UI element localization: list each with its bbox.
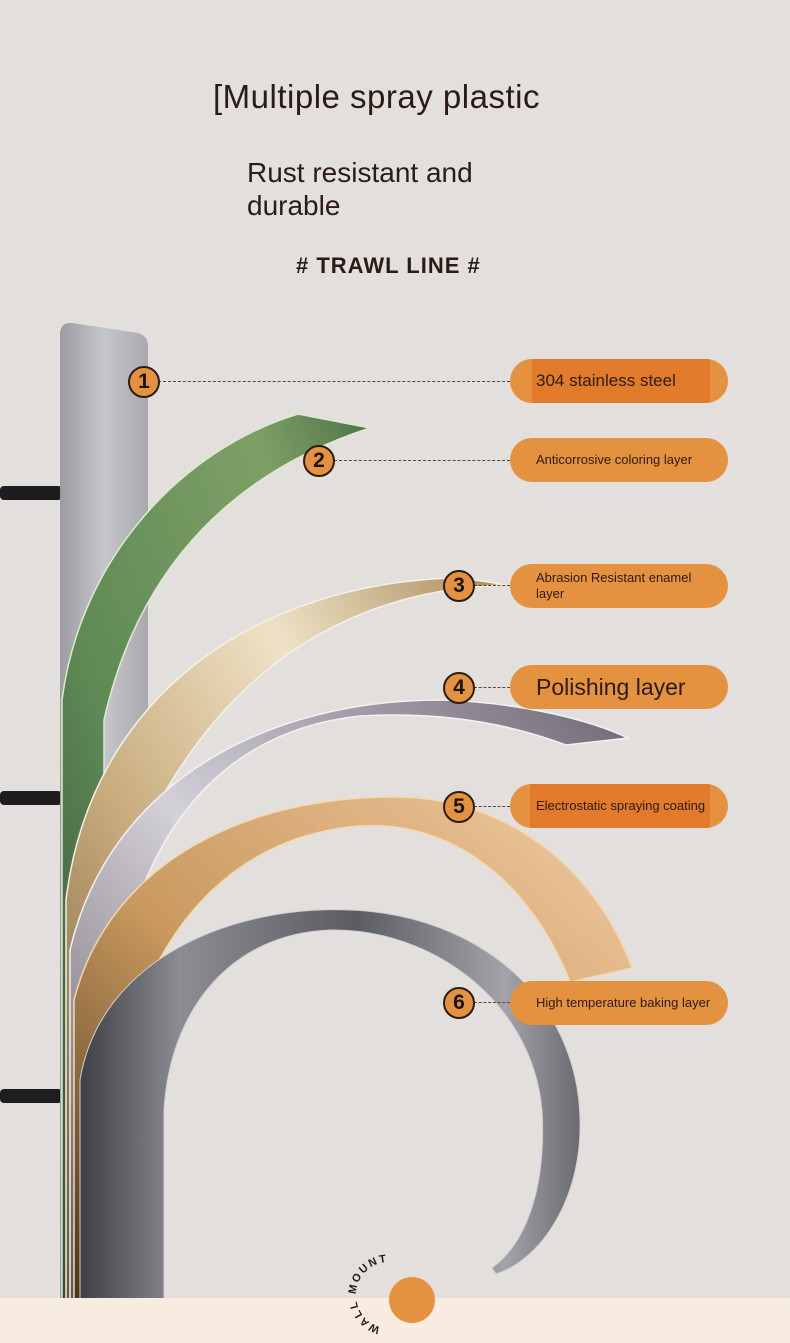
page-tagline: # TRAWL LINE # <box>296 253 481 278</box>
leader-line-1 <box>158 381 510 382</box>
leader-line-3 <box>474 585 510 586</box>
layer-label-1: 304 stainless steel <box>510 359 728 403</box>
layer-label-4: Polishing layer <box>510 665 728 709</box>
leader-line-6 <box>474 1002 510 1003</box>
leader-line-2 <box>334 460 510 461</box>
layer-number-5: 5 <box>443 791 475 823</box>
badge-text: WALL MOUNTED · HOOK <box>334 1252 387 1336</box>
layer-number-6: 6 <box>443 987 475 1019</box>
layer-number-2: 2 <box>303 445 335 477</box>
layer-label-5: Electrostatic spraying coating <box>510 784 728 828</box>
badge-dot <box>389 1277 435 1323</box>
layer-label-text-4: Polishing layer <box>536 673 686 700</box>
layer-label-text-6: High temperature baking layer <box>536 995 711 1010</box>
layer-label-3: Abrasion Resistant enamel layer <box>510 564 728 608</box>
layer-label-text-1: 304 stainless steel <box>536 371 676 390</box>
layer-label-text-3: Abrasion Resistant enamel layer <box>536 570 692 601</box>
page-subtitle: Rust resistant and durable <box>247 157 473 221</box>
leader-line-4 <box>474 687 510 688</box>
layer-label-text-5: Electrostatic spraying coating <box>536 798 706 813</box>
layer-number-4: 4 <box>443 672 475 704</box>
page-title: [Multiple spray plastic <box>213 78 540 115</box>
svg-text:WALL MOUNTED · HOOK: WALL MOUNTED · HOOK <box>334 1252 389 1336</box>
layer-number-3: 3 <box>443 570 475 602</box>
leader-line-5 <box>474 806 510 807</box>
layer-label-text-2: Anticorrosive coloring layer <box>536 452 693 467</box>
layer-label-6: High temperature baking layer <box>510 981 728 1025</box>
layer-label-2: Anticorrosive coloring layer <box>510 438 728 482</box>
wall-mounted-hook-badge: WALL MOUNTED · HOOK <box>334 1252 389 1336</box>
layer-number-1: 1 <box>128 366 160 398</box>
